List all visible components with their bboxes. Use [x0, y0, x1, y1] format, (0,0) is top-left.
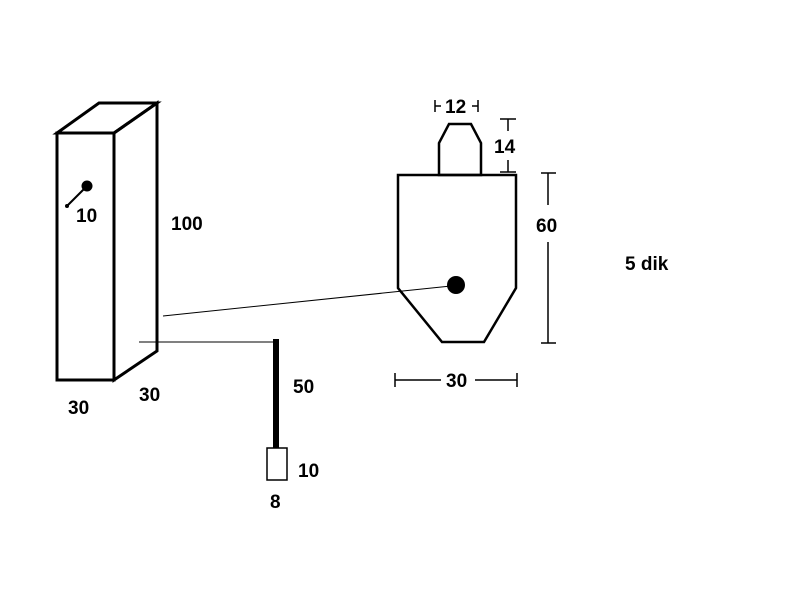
box-hole-leader-end	[65, 204, 69, 208]
box-drawing	[52, 100, 162, 383]
piece-height-label: 60	[536, 216, 557, 237]
piece-body	[396, 173, 518, 344]
box-side-face	[112, 100, 159, 383]
box-top-face	[52, 101, 162, 135]
box-width-label: 30	[68, 398, 89, 419]
connector-line-to-piece	[162, 285, 452, 317]
box-depth-label: 30	[139, 385, 160, 406]
rod-length-label: 50	[293, 377, 314, 398]
piece-thickness-label: 5 dik	[625, 254, 669, 275]
dim-height	[541, 172, 556, 344]
box-front-face	[55, 131, 116, 382]
piece-width-label: 30	[446, 371, 467, 392]
rod-tip	[266, 447, 288, 481]
piece-top-height-label: 14	[494, 137, 516, 158]
box-hole-leader	[66, 185, 88, 207]
box-hole-label: 10	[76, 206, 97, 227]
piece-top-tab	[437, 122, 483, 177]
dim-top-height	[500, 118, 516, 173]
dim-top-width	[434, 100, 479, 112]
rod-tip-width-label: 8	[270, 492, 281, 513]
piece-top-width-label: 12	[445, 97, 466, 118]
dim-width	[394, 373, 518, 387]
piece-hole-dot	[447, 276, 465, 294]
rod-tip-height-label: 10	[298, 461, 319, 482]
box-height-label: 100	[171, 214, 203, 235]
